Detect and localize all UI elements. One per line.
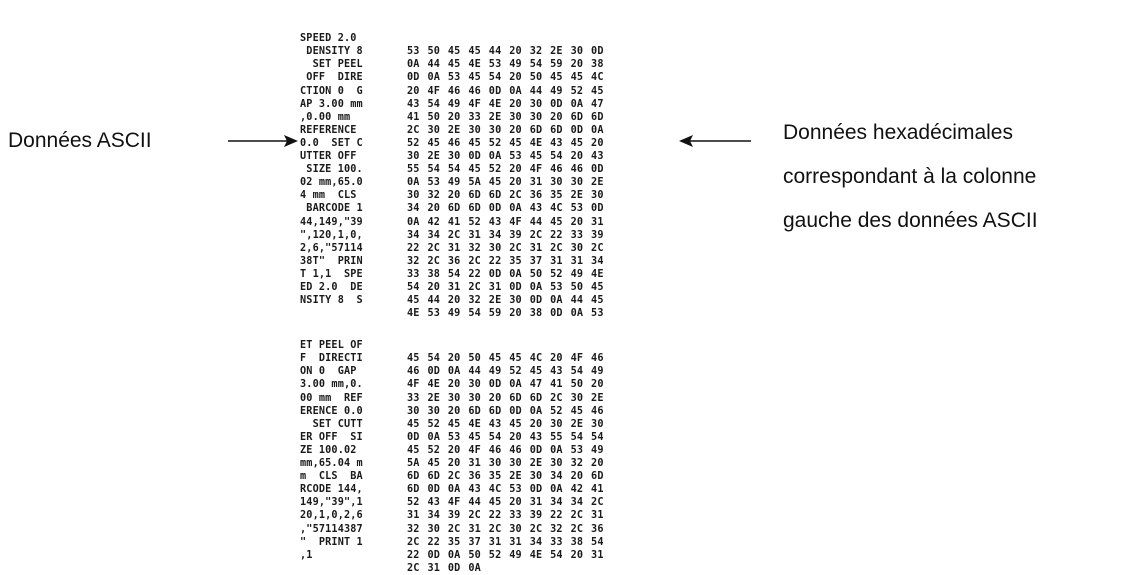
hex-line: 2C 31 0D 0A [407,562,481,574]
hex-line: 45 52 45 4E 43 45 20 30 2E 30 [407,418,604,430]
hex-line: 0A 53 49 5A 45 20 31 30 30 2E [407,177,604,189]
hex-line: 22 2C 31 32 30 2C 31 2C 30 2C [407,242,604,254]
hex-line: 32 30 2C 31 2C 30 2C 32 2C 36 [407,523,604,535]
ascii-line: ZE 100.02 [300,444,357,456]
ascii-line: SPEED 2.0 [300,33,357,45]
hex-label-line-3: gauche des données ASCII [783,209,1038,232]
hex-line: 5A 45 20 31 30 30 2E 30 32 20 [407,458,604,470]
hex-label-line-2: correspondant à la colonne [783,165,1037,188]
ascii-line: AP 3.00 mm [300,98,363,110]
hex-line: 32 2C 36 2C 22 35 37 31 31 34 [407,255,604,267]
ascii-line: 00 mm REF [300,392,363,404]
ascii-line: ,1 [300,549,313,561]
hex-line: 52 45 46 45 52 45 4E 43 45 20 [407,137,604,149]
hex-line: 30 32 20 6D 6D 2C 36 35 2E 30 [407,190,604,202]
ascii-line: ",120,1,0, [300,229,363,241]
ascii-line: m CLS BA [300,471,363,483]
ascii-line: CTION 0 G [300,85,363,97]
ascii-line: DENSITY 8 [300,46,363,58]
hex-line: 34 20 6D 6D 0D 0A 43 4C 53 0D [407,203,604,215]
ascii-line: ER OFF SI [300,431,363,443]
ascii-line: 38T" PRIN [300,255,363,267]
hex-line: 6D 0D 0A 43 4C 53 0D 0A 42 41 [407,484,604,496]
hex-line: 52 43 4F 44 45 20 31 34 34 2C [407,497,604,509]
hex-line: 33 2E 30 30 20 6D 6D 2C 30 2E [407,392,604,404]
hex-line: 4E 53 49 54 59 20 38 0D 0A 53 [407,308,604,320]
hex-line: 2C 22 35 37 31 31 34 33 38 54 [407,536,604,548]
hex-line: 43 54 49 4F 4E 20 30 0D 0A 47 [407,98,604,110]
arrow-right-icon [228,135,298,147]
hex-line: 6D 6D 2C 36 35 2E 30 34 20 6D [407,471,604,483]
hex-line: 20 4F 46 46 0D 0A 44 49 52 45 [407,85,604,97]
hex-line: 45 54 20 50 45 45 4C 20 4F 46 [407,353,604,365]
ascii-line: T 1,1 SPE [300,268,363,280]
hex-line: 46 0D 0A 44 49 52 45 43 54 49 [407,366,604,378]
hex-line: 30 30 20 6D 6D 0D 0A 52 45 46 [407,405,604,417]
ascii-line: F DIRECTI [300,353,363,365]
ascii-line: RCODE 144, [300,484,363,496]
hex-label-line-1: Données hexadécimales [783,121,1013,144]
hex-line: 45 44 20 32 2E 30 0D 0A 44 45 [407,295,604,307]
ascii-line: 3.00 mm,0. [300,379,363,391]
ascii-line: ,"57114387 [300,523,363,535]
ascii-line: 02 mm,65.0 [300,177,363,189]
ascii-line: ,0.00 mm [300,111,351,123]
ascii-line: REFERENCE [300,124,357,136]
ascii-line: ET PEEL OF [300,340,363,352]
hex-line: 53 50 45 45 44 20 32 2E 30 0D [407,46,604,58]
ascii-line: SET PEEL [300,59,363,71]
hex-line: 30 2E 30 0D 0A 53 45 54 20 43 [407,151,604,163]
hex-line: 45 52 20 4F 46 46 0D 0A 53 49 [407,444,604,456]
ascii-line: NSITY 8 S [300,295,363,307]
ascii-line: mm,65.04 m [300,458,363,470]
hex-line: 22 0D 0A 50 52 49 4E 54 20 31 [407,549,604,561]
hex-line: 2C 30 2E 30 30 20 6D 6D 0D 0A [407,124,604,136]
ascii-line: ED 2.0 DE [300,281,363,293]
hex-line: 54 20 31 2C 31 0D 0A 53 50 45 [407,281,604,293]
hex-data-label: Données hexadécimales correspondant à la… [783,116,1038,237]
hex-line: 0D 0A 53 45 54 20 43 55 54 54 [407,431,604,443]
ascii-line: " PRINT 1 [300,536,363,548]
ascii-line: 149,"39",1 [300,497,363,509]
hex-line: 55 54 54 45 52 20 4F 46 46 0D [407,164,604,176]
arrow-left-icon [679,135,751,147]
ascii-line: 44,149,"39 [300,216,363,228]
hex-line: 0A 42 41 52 43 4F 44 45 20 31 [407,216,604,228]
hex-line: 31 34 39 2C 22 33 39 22 2C 31 [407,510,604,522]
ascii-line: SET CUTT [300,418,363,430]
ascii-line: 0.0 SET C [300,137,363,149]
ascii-line: BARCODE 1 [300,203,363,215]
ascii-data-label: Données ASCII [8,129,152,152]
hex-line: 0D 0A 53 45 54 20 50 45 45 4C [407,72,604,84]
hex-line: 4F 4E 20 30 0D 0A 47 41 50 20 [407,379,604,391]
hex-line: 33 38 54 22 0D 0A 50 52 49 4E [407,268,604,280]
ascii-line: SIZE 100. [300,164,363,176]
ascii-line: UTTER OFF [300,151,357,163]
hex-line: 41 50 20 33 2E 30 30 20 6D 6D [407,111,604,123]
hex-line: 34 34 2C 31 34 39 2C 22 33 39 [407,229,604,241]
ascii-line: OFF DIRE [300,72,363,84]
ascii-line: 4 mm CLS [300,190,357,202]
ascii-line: ERENCE 0.0 [300,405,363,417]
hex-line: 0A 44 45 4E 53 49 54 59 20 38 [407,59,604,71]
ascii-line: 20,1,0,2,6 [300,510,363,522]
ascii-line: 2,6,"57114 [300,242,363,254]
ascii-line: ON 0 GAP [300,366,357,378]
